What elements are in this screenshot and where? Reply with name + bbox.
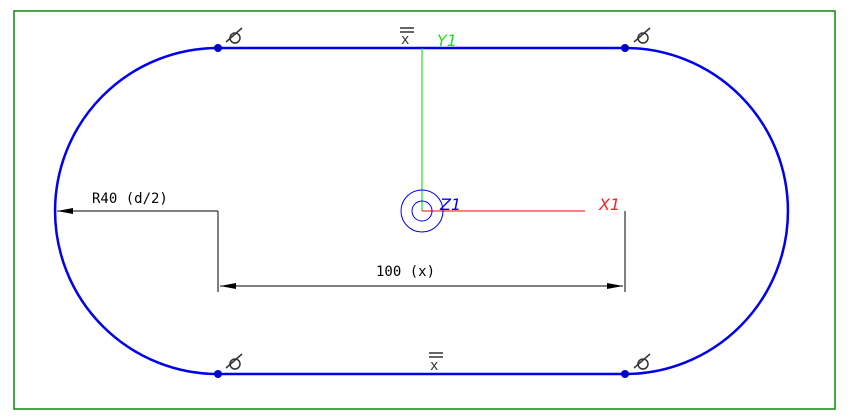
length-dimension-text: 100 (x): [376, 264, 435, 280]
viewport-frame: [13, 10, 836, 410]
endpoint[interactable]: [214, 44, 222, 52]
constraint-label: x: [401, 32, 409, 48]
tangent-icon: [225, 27, 243, 44]
horizontal-constraint-bottom: x: [429, 352, 443, 374]
tangent-constraints: [225, 27, 651, 370]
endpoint[interactable]: [621, 44, 629, 52]
endpoints: [214, 44, 629, 378]
radius-dimension-text: R40 (d/2): [92, 191, 168, 207]
tangent-icon: [633, 353, 651, 370]
horizontal-constraint-top: x: [400, 27, 414, 48]
constraint-label: x: [430, 358, 438, 374]
radius-dimension[interactable]: R40 (d/2): [57, 191, 218, 214]
endpoint[interactable]: [621, 370, 629, 378]
tangent-icon: [633, 27, 651, 44]
z-axis-label: Z1: [439, 195, 461, 214]
length-dimension[interactable]: 100 (x): [217, 211, 626, 292]
origin-icon[interactable]: [400, 189, 444, 233]
tangent-icon: [225, 353, 243, 370]
x-axis-label: X1: [598, 195, 620, 214]
endpoint[interactable]: [214, 370, 222, 378]
y-axis-label: Y1: [437, 31, 457, 50]
